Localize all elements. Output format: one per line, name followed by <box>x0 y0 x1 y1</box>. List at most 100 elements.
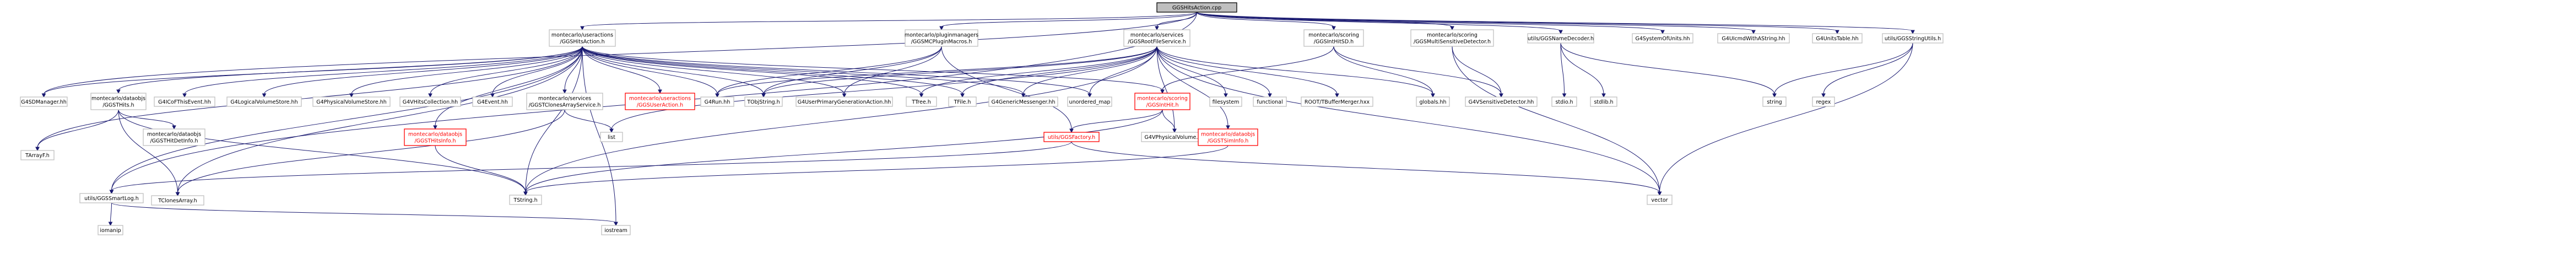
node-g4systemofunits-hh[interactable]: G4SystemOfUnits.hh <box>1632 33 1693 44</box>
node-montecarlo-services-ggsrootfileservice-h[interactable]: montecarlo/services/GGSRootFileService.h <box>1123 29 1190 47</box>
dependency-edge <box>1197 12 1336 31</box>
node-filesystem[interactable]: filesystem <box>1209 96 1242 107</box>
dependency-edge <box>939 12 1197 31</box>
node-g4unitstable-hh[interactable]: G4UnitsTable.hh <box>1812 33 1863 44</box>
node-label: montecarlo/dataobjs <box>147 132 201 138</box>
node-g4logicalvolumestore-hh[interactable]: G4LogicalVolumeStore.hh <box>226 96 302 107</box>
node-montecarlo-dataobjs-ggstsiminfo-h[interactable]: montecarlo/dataobjs/GGSTSimInfo.h <box>1198 128 1258 146</box>
node-box <box>700 96 734 107</box>
node-box <box>1209 96 1242 107</box>
node-utils-ggssmartlog-h[interactable]: utils/GGSSmartLog.h <box>79 193 144 203</box>
node-iostream[interactable]: iostream <box>601 225 631 235</box>
node-montecarlo-scoring-ggsinthit-h[interactable]: montecarlo/scoring/GGSIntHit.h <box>1134 93 1190 110</box>
node-label: iomanip <box>100 228 121 234</box>
node-box <box>1123 29 1190 47</box>
node-label: list <box>608 134 615 141</box>
node-vector[interactable]: vector <box>1647 195 1673 205</box>
node-montecarlo-scoring-ggsinthitsd-h[interactable]: montecarlo/scoring/GGSIntHitSD.h <box>1303 29 1364 47</box>
node-label: /GGSMultiSensitiveDetector.h <box>1414 39 1491 45</box>
node-box <box>601 225 631 235</box>
node-g4genericmessenger-hh[interactable]: G4GenericMessenger.hh <box>988 96 1058 107</box>
node-label: /GGSTSimInfo.h <box>1208 138 1249 144</box>
node-box <box>404 128 467 146</box>
node-regex[interactable]: regex <box>1812 96 1835 107</box>
node-box <box>98 225 123 235</box>
node-montecarlo-services-ggstclonesarrayservice-h[interactable]: montecarlo/services/GGSTClonesArrayServi… <box>526 93 603 110</box>
node-box <box>549 29 616 47</box>
node-label: filesystem <box>1213 99 1240 105</box>
node-label: montecarlo/scoring <box>1427 33 1478 39</box>
node-box <box>1882 33 1944 44</box>
node-box <box>1301 96 1373 107</box>
dependency-edge <box>35 109 119 152</box>
node-box <box>1067 96 1112 107</box>
node-montecarlo-pluginmanagers-ggsmcpluginmacros-h[interactable]: montecarlo/pluginmanagers/GGSMCPluginMac… <box>905 29 978 47</box>
node-tarrayf-h[interactable]: TArrayF.h <box>20 150 55 160</box>
node-utils-ggsstringutils-h[interactable]: utils/GGSStringUtils.h <box>1882 33 1944 44</box>
node-label: G4Event.hh <box>477 99 508 105</box>
node-box <box>151 195 204 206</box>
node-stdio-h[interactable]: stdio.h <box>1551 96 1577 107</box>
node-box <box>1303 29 1364 47</box>
node-tobjstring-h[interactable]: TObjString.h <box>744 96 783 107</box>
node-montecarlo-dataobjs-ggsthits-h[interactable]: montecarlo/dataobjs/GGSTHits.h <box>90 93 147 110</box>
node-label: montecarlo/useractions <box>551 33 613 39</box>
dependency-edge <box>1197 12 1665 35</box>
dependency-edge <box>433 46 583 130</box>
node-tstring-h[interactable]: TString.h <box>509 195 542 205</box>
node-ggshitsaction-cpp[interactable]: GGSHitsAction.cpp <box>1156 2 1237 13</box>
node-ttree-h[interactable]: TTree.h <box>906 96 937 107</box>
dependency-edge <box>1156 46 1339 98</box>
node-g4icofthisevent-hh[interactable]: G4ICoFThisEvent.hh <box>154 96 215 107</box>
node-string[interactable]: string <box>1762 96 1787 107</box>
node-g4vphysicalvolume-hh[interactable]: G4VPhysicalVolume.hh <box>1141 132 1208 142</box>
node-montecarlo-scoring-ggsmultisensitivedetector-h[interactable]: montecarlo/scoring/GGSMultiSensitiveDete… <box>1410 29 1494 47</box>
dependency-edge <box>715 46 942 98</box>
node-box <box>1198 128 1258 146</box>
node-root-tbuffermerger-hxx[interactable]: ROOT/TBufferMerger.hxx <box>1301 96 1373 107</box>
node-label: montecarlo/services <box>1130 33 1183 39</box>
node-g4run-hh[interactable]: G4Run.hh <box>700 96 734 107</box>
node-functional[interactable]: functional <box>1253 96 1287 107</box>
node-g4userprimarygenerationaction-hh[interactable]: G4UserPrimaryGenerationAction.hh <box>795 96 893 107</box>
node-label: /GGSIntHit.h <box>1146 103 1178 109</box>
node-label: TArrayF.h <box>25 153 50 159</box>
node-g4vhitscollection-hh[interactable]: G4VHitsCollection.hh <box>399 96 461 107</box>
node-list[interactable]: list <box>600 132 623 142</box>
node-montecarlo-dataobjs-ggsthitsinfo-h[interactable]: montecarlo/dataobjs/GGSTHitsInfo.h <box>404 128 467 146</box>
node-box <box>399 96 461 107</box>
node-g4sdmanager-hh[interactable]: G4SDManager.hh <box>20 96 68 107</box>
node-g4physicalvolumestore-hh[interactable]: G4PhysicalVolumeStore.hh <box>312 96 391 107</box>
dependency-edge <box>1160 46 1334 94</box>
node-box <box>20 150 55 160</box>
node-montecarlo-useractions-ggshitsaction-h[interactable]: montecarlo/useractions/GGSHitsAction.h <box>549 29 616 47</box>
node-g4uicmdwithastring-hh[interactable]: G4UIcmdWithAString.hh <box>1717 33 1790 44</box>
node-box <box>744 96 783 107</box>
node-tfile-h[interactable]: TFile.h <box>948 96 977 107</box>
dependency-edge <box>1156 46 1230 130</box>
node-box <box>600 132 623 142</box>
dependency-edge <box>435 145 528 196</box>
node-label: /GGSMCPluginMacros.h <box>911 39 972 45</box>
dependency-edge <box>1560 42 1567 98</box>
node-box <box>1762 96 1787 107</box>
node-label: G4Run.hh <box>705 99 730 105</box>
dependency-edge <box>582 46 766 98</box>
node-utils-ggsfactory-h[interactable]: utils/GGSFactory.h <box>1043 132 1100 142</box>
node-g4event-hh[interactable]: G4Event.hh <box>472 96 513 107</box>
node-label: montecarlo/scoring <box>1137 96 1188 102</box>
node-box <box>1647 195 1673 205</box>
node-unordered-map[interactable]: unordered_map <box>1067 96 1112 107</box>
node-label: /GGSTHits.h <box>102 103 134 109</box>
node-montecarlo-dataobjs-ggsthitdetinfo-h[interactable]: montecarlo/dataobjs/GGSTHitDetInfo.h <box>143 128 205 146</box>
node-tclonesarray-h[interactable]: TClonesArray.h <box>151 195 204 206</box>
node-stdlib-h[interactable]: stdlib.h <box>1590 96 1617 107</box>
node-g4vsensitivedetector-hh[interactable]: G4VSensitiveDetector.hh <box>1465 96 1538 107</box>
node-globals-hh[interactable]: globals.hh <box>1416 96 1450 107</box>
node-label: stdio.h <box>1555 99 1573 105</box>
node-utils-ggsnamedecoder-h[interactable]: utils/GGSNameDecoder.h <box>1527 33 1594 44</box>
node-iomanip[interactable]: iomanip <box>98 225 123 235</box>
dependency-edge <box>182 46 583 98</box>
node-montecarlo-useractions-ggsuseraction-h[interactable]: montecarlo/useractions/GGSUserAction.h <box>625 93 695 110</box>
node-label: G4GenericMessenger.hh <box>991 99 1055 105</box>
